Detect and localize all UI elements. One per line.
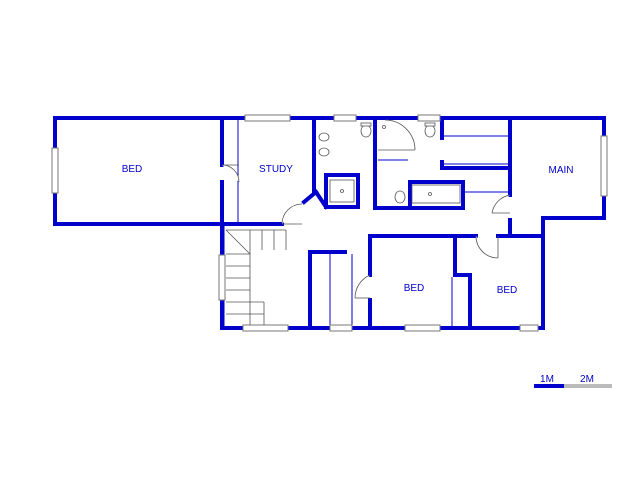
scale-label-1m: 1M <box>540 374 554 385</box>
scale-label-2m: 2M <box>580 374 594 385</box>
toilet-1 <box>360 124 372 138</box>
thin-lines <box>223 120 508 326</box>
stairs <box>225 229 287 326</box>
windows <box>51 114 608 332</box>
room-label-bed-middle: BED <box>404 283 425 294</box>
doors <box>221 119 511 299</box>
room-label-main: MAIN <box>549 165 574 176</box>
bathroom-fixtures <box>318 122 461 204</box>
scale-segment-1m <box>534 384 564 388</box>
scale-segment-2m <box>564 384 612 388</box>
basin-2 <box>318 147 330 157</box>
toilet-3 <box>394 190 406 204</box>
room-labels: BED STUDY MAIN BED BED <box>122 164 574 296</box>
toilet-2 <box>424 124 436 138</box>
basin-1 <box>318 132 330 142</box>
bathtub <box>411 184 461 204</box>
scale-bar: 1M 2M <box>534 374 612 388</box>
room-label-bed-left: BED <box>122 164 143 175</box>
room-label-study: STUDY <box>259 164 293 175</box>
room-label-bed-right: BED <box>497 285 518 296</box>
